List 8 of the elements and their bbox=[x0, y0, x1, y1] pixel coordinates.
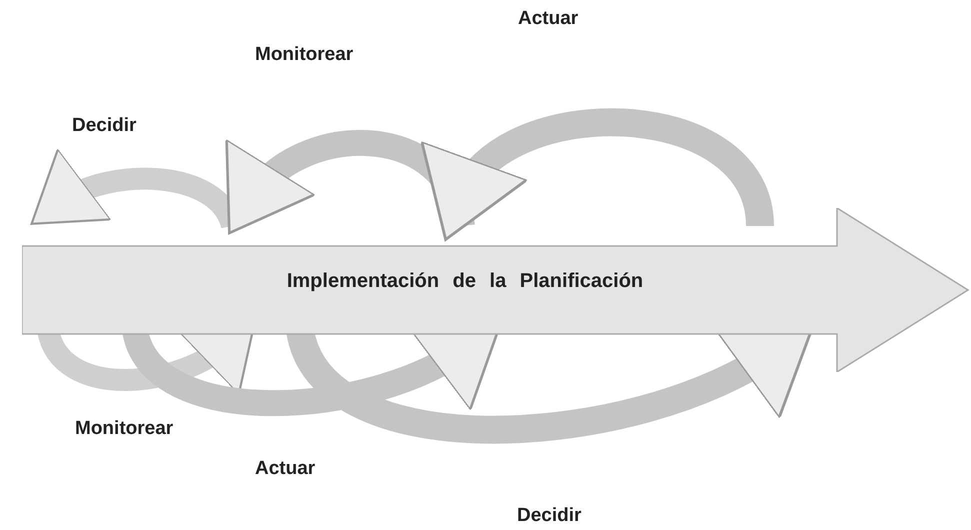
stage-label: Monitorear bbox=[255, 44, 354, 66]
stage-label: Actuar bbox=[518, 8, 578, 30]
stage-label: Actuar bbox=[255, 458, 316, 480]
stage-label: Decidir bbox=[517, 505, 582, 527]
stage-label: Monitorear bbox=[75, 418, 174, 440]
process-arrow bbox=[22, 208, 970, 372]
stage-label: Decidir bbox=[72, 115, 136, 137]
arrow-label: Implementación de la Planificación bbox=[286, 270, 644, 293]
